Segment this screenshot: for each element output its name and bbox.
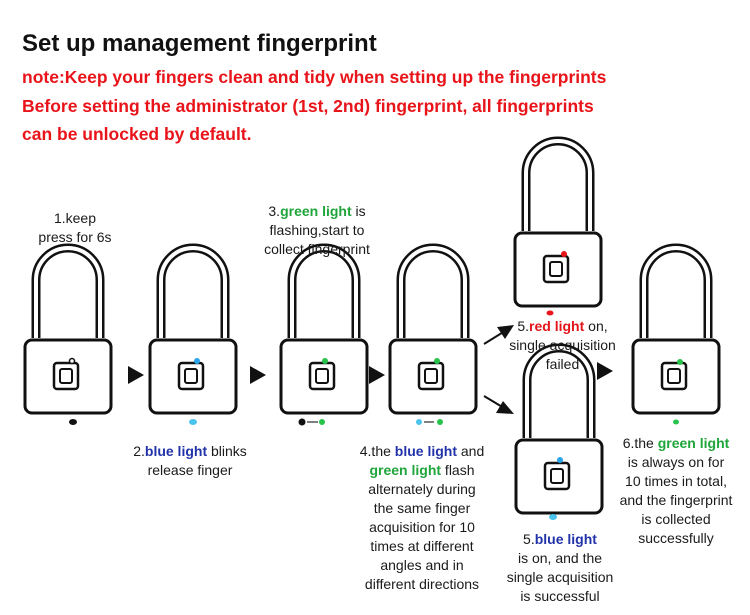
indicator-red — [561, 251, 567, 257]
padlock-1 — [23, 248, 113, 415]
indicator-green — [677, 359, 683, 365]
green-light-glow — [673, 419, 679, 425]
arrow-right-4 — [597, 362, 613, 380]
arrow-to-fail — [483, 325, 514, 345]
note-line-1: note:Keep your fingers clean and tidy wh… — [22, 67, 607, 87]
step-1-caption: 1.keep press for 6s — [38, 210, 112, 245]
step-5a-caption: 5.red light on, single acquisition faile… — [509, 318, 616, 372]
note-line-3: can be unlocked by default. — [22, 124, 252, 144]
step-3-caption: 3.green light is flashing,start to colle… — [264, 203, 370, 257]
padlock-6 — [631, 248, 721, 415]
arrow-to-success — [483, 395, 514, 414]
indicator-blue — [557, 457, 563, 463]
indicator-green — [434, 358, 440, 364]
padlock-5b — [514, 348, 604, 515]
step-5b-caption: 5.blue light is on, and the single acqui… — [506, 531, 614, 604]
arrow-right-1 — [128, 366, 144, 384]
dot-indicator-pair — [298, 418, 325, 426]
dot-indicator-pair-blue-green — [416, 419, 443, 425]
step-4-caption: 4.the blue light and green light flash a… — [359, 443, 485, 592]
padlock-3 — [279, 248, 369, 415]
indicator-green — [322, 358, 328, 364]
padlock-2 — [148, 248, 238, 415]
note-line-2: Before setting the administrator (1st, 2… — [22, 96, 594, 116]
blue-light-glow — [189, 419, 197, 425]
padlock-5a — [513, 141, 603, 308]
page-title: Set up management fingerprint — [22, 30, 377, 57]
indicator-off — [68, 357, 76, 365]
padlock-4 — [388, 248, 478, 415]
step-6-caption: 6.the green light is always on for 10 ti… — [619, 435, 733, 546]
red-light-glow — [546, 310, 554, 316]
fingerprint-touch-dot — [69, 419, 77, 425]
arrow-right-2 — [250, 366, 266, 384]
indicator-blue — [194, 358, 200, 364]
step-2-caption: 2.blue light blinks release finger — [133, 443, 247, 478]
arrow-right-3 — [369, 366, 385, 384]
blue-light-glow-5b — [549, 514, 557, 520]
